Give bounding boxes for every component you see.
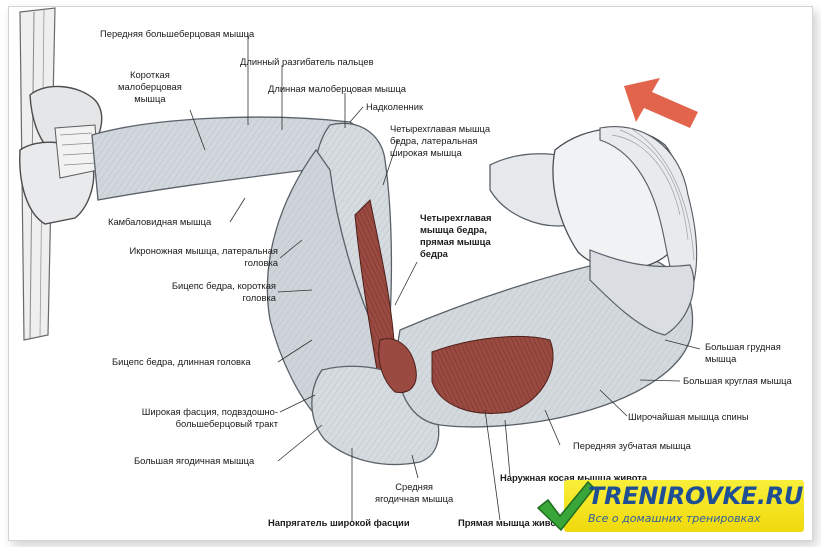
label-gluteus-medius-line: Средняя: [395, 481, 434, 492]
arm-head: [489, 126, 698, 336]
label-rectus-femoris-line: мышца бедра,: [420, 224, 487, 235]
label-rectus-femoris-line: прямая мышца: [420, 236, 491, 247]
leader-lines: [189, 33, 701, 521]
label-peroneus-longus: Длинная малоберцовая мышца: [268, 83, 406, 94]
label-vastus-line: бедра, латеральная: [390, 135, 478, 146]
label-rectus-femoris-line: бедра: [420, 248, 448, 259]
label-gastrocnemius-lateral: Икроножная мышца, латеральная головка: [100, 245, 278, 269]
label-pectoralis-line: мышца: [705, 353, 737, 364]
label-vastus-line: широкая мышца: [390, 147, 462, 158]
label-biceps-femoris-short: Бицепс бедра, короткая головка: [140, 280, 276, 304]
label-ext-digitorum-longus: Длинный разгибатель пальцев: [240, 56, 374, 67]
label-pectoralis-major: Большая грудная мышца: [705, 341, 781, 365]
label-biceps-short-line: Бицепс бедра, короткая: [171, 280, 276, 291]
label-fascia-line: Широкая фасция, подвздошно-: [141, 406, 278, 417]
label-tensor-fasciae-latae: Напрягатель широкой фасции: [268, 517, 410, 528]
label-rectus-femoris-line: Четырехглавая: [420, 212, 492, 223]
label-gastrocnemius-line: Икроножная мышца, латеральная: [129, 245, 278, 256]
label-vastus-line: Четырехглавая мышца: [390, 123, 491, 134]
label-fascia-line: большеберцовый тракт: [175, 418, 278, 429]
label-patella: Надколенник: [366, 101, 424, 112]
label-latissimus-dorsi: Широчайшая мышца спины: [628, 411, 749, 422]
arrow-up-left-icon: [624, 78, 698, 128]
label-teres-major: Большая круглая мышца: [683, 375, 792, 386]
label-tibialis-anterior: Передняя большеберцовая мышца: [100, 28, 255, 39]
label-gluteus-medius: Средняя ягодичная мышца: [375, 481, 453, 505]
label-gastrocnemius-line: головка: [244, 257, 278, 268]
label-peroneus-brevis-line: мышца: [134, 93, 166, 104]
label-peroneus-brevis-line: малоберцовая: [118, 81, 182, 92]
logo-title: TRENIROVKE.RU: [588, 482, 804, 510]
label-gluteus-maximus: Большая ягодичная мышца: [134, 455, 255, 466]
label-external-oblique: Наружная косая мышца живота: [500, 472, 648, 483]
label-soleus: Камбаловидная мышца: [108, 216, 212, 227]
label-rectus-femoris: Четырехглавая мышца бедра, прямая мышца …: [420, 212, 491, 260]
label-vastus-lateralis: Четырехглавая мышца бедра, латеральная ш…: [390, 123, 490, 159]
label-fascia-lata-itb: Широкая фасция, подвздошно- большеберцов…: [110, 406, 278, 430]
label-biceps-short-line: головка: [242, 292, 276, 303]
label-serratus-anterior: Передняя зубчатая мышца: [573, 440, 691, 451]
label-gluteus-medius-line: ягодичная мышца: [375, 493, 454, 504]
logo-background: [564, 480, 804, 532]
site-logo[interactable]: TRENIROVKE.RU Все о домашних тренировках: [536, 478, 806, 536]
label-pectoralis-line: Большая грудная: [705, 341, 781, 352]
label-peroneus-brevis: Короткая малоберцовая мышца: [118, 69, 182, 105]
label-peroneus-brevis-line: Короткая: [130, 69, 170, 80]
logo-tagline: Все о домашних тренировках: [588, 512, 761, 525]
label-rectus-abdominis: Прямая мышца живота: [458, 517, 566, 528]
check-mark-icon: [536, 480, 596, 532]
label-biceps-femoris-long: Бицепс бедра, длинная головка: [112, 356, 251, 367]
feet-shoes: [19, 85, 103, 225]
